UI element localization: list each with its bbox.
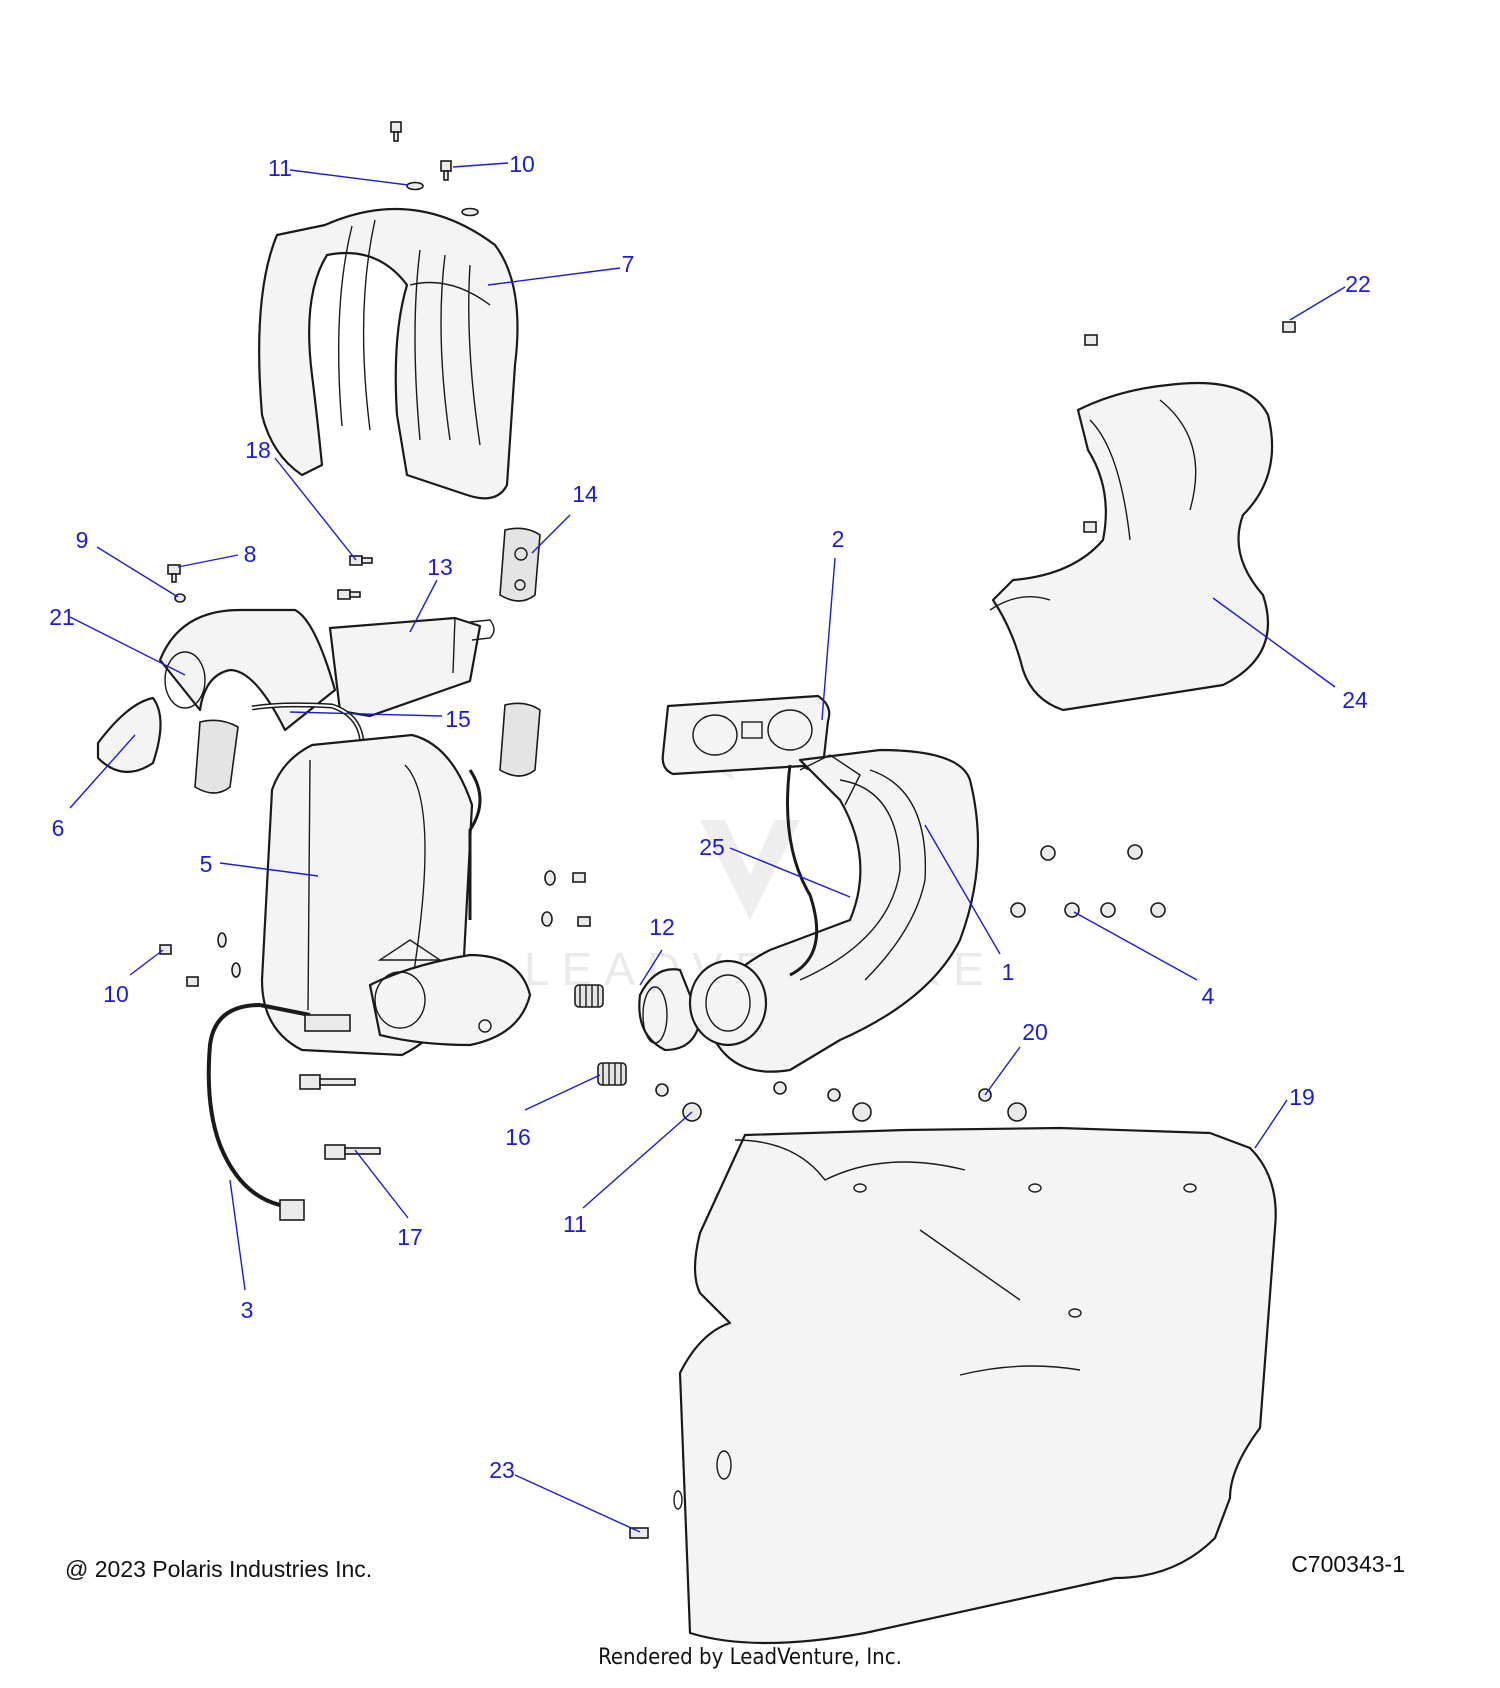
copyright-text: @ 2023 Polaris Industries Inc. [65, 1556, 373, 1582]
callout-13[interactable]: 13 [427, 554, 453, 580]
oxygen-sensor-3[interactable] [206, 1003, 351, 1221]
stud-17-b[interactable] [324, 1144, 381, 1160]
callout-24[interactable]: 24 [1342, 687, 1368, 713]
heat-shield-19[interactable] [673, 1126, 1277, 1645]
bolt-top-a[interactable] [390, 121, 402, 142]
bolt-18-b[interactable] [337, 589, 361, 600]
bolt-10-top[interactable] [440, 160, 452, 181]
callout-25[interactable]: 25 [699, 834, 725, 860]
callout-5[interactable]: 5 [200, 851, 213, 877]
callout-10-top[interactable]: 10 [509, 151, 535, 177]
spring-16[interactable] [574, 984, 627, 1086]
bolt-18[interactable] [349, 555, 373, 566]
screw-23[interactable] [629, 1527, 649, 1539]
callout-14[interactable]: 14 [572, 481, 598, 507]
callout-7[interactable]: 7 [622, 251, 635, 277]
screw-22-b[interactable] [1084, 334, 1098, 346]
callout-16[interactable]: 16 [505, 1124, 531, 1150]
screw-22-c[interactable] [1083, 521, 1097, 533]
flange-nuts-4[interactable] [1010, 844, 1166, 918]
callout-23[interactable]: 23 [489, 1457, 515, 1483]
diagram-code: C700343-1 [1291, 1551, 1405, 1577]
callout-12[interactable]: 12 [649, 914, 675, 940]
rubber-isolator-14[interactable] [499, 527, 541, 602]
callouts: 11 10 7 22 18 14 9 8 13 2 21 24 15 6 5 2… [49, 151, 1371, 1483]
nuts-20[interactable] [655, 1081, 1027, 1122]
rendered-by-text: Rendered by LeadVenture, Inc. [598, 1645, 902, 1670]
bracket-13[interactable] [328, 616, 495, 718]
callout-19[interactable]: 19 [1289, 1084, 1315, 1110]
seal-ring-12[interactable] [638, 968, 702, 1052]
callout-15[interactable]: 15 [445, 706, 471, 732]
heat-shield-24[interactable] [989, 381, 1274, 712]
muffler-hardware[interactable] [159, 870, 591, 987]
callout-9[interactable]: 9 [76, 527, 89, 553]
callout-11-bottom[interactable]: 11 [563, 1211, 587, 1237]
washer-11-top[interactable] [406, 181, 424, 191]
callout-11-top[interactable]: 11 [268, 155, 292, 181]
callout-21[interactable]: 21 [49, 604, 75, 630]
bolt-8[interactable] [167, 564, 181, 583]
rubber-isolator-b[interactable] [499, 702, 541, 777]
callout-6[interactable]: 6 [52, 815, 65, 841]
rubber-isolator-c[interactable] [194, 719, 239, 794]
washer-top-b[interactable] [461, 207, 479, 217]
callout-18[interactable]: 18 [245, 437, 271, 463]
tail-tip-6[interactable] [96, 696, 162, 773]
heat-shield-arch[interactable] [258, 207, 519, 500]
exhaust-header-1[interactable] [688, 748, 980, 1073]
callout-22[interactable]: 22 [1345, 271, 1371, 297]
callout-1[interactable]: 1 [1002, 959, 1015, 985]
callout-4[interactable]: 4 [1202, 983, 1215, 1009]
stud-17[interactable] [299, 1074, 356, 1090]
callout-20[interactable]: 20 [1022, 1019, 1048, 1045]
sensor-wire-25[interactable] [786, 764, 819, 977]
washer-9[interactable] [174, 593, 186, 603]
callout-17[interactable]: 17 [397, 1224, 423, 1250]
callout-8[interactable]: 8 [244, 541, 257, 567]
leader-lines [69, 162, 1346, 1533]
callout-2[interactable]: 2 [832, 526, 845, 552]
screw-22[interactable] [1282, 321, 1296, 333]
muffler-5[interactable] [260, 733, 532, 1057]
callout-3[interactable]: 3 [241, 1297, 254, 1323]
callout-10-bottom[interactable]: 10 [103, 981, 129, 1007]
tailpipe-21[interactable] [158, 608, 337, 732]
